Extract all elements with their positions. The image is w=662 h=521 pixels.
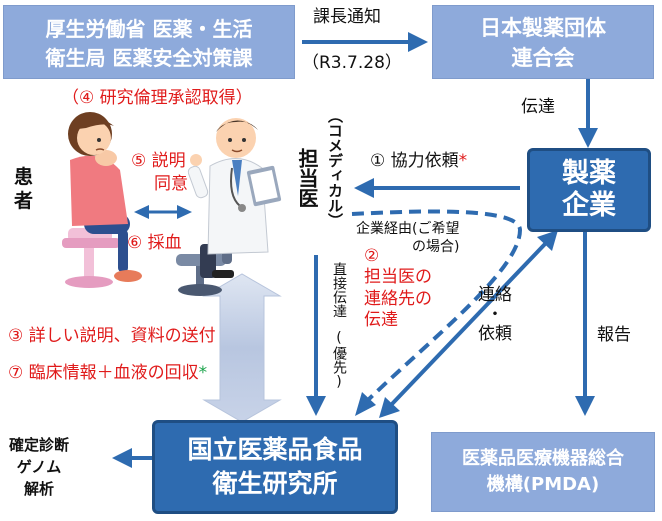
step2-line3: 連絡先の: [364, 288, 432, 309]
arrow-contact: [379, 230, 558, 418]
ethics-approval: （④ 研究倫理承認取得）: [62, 88, 253, 108]
notice-label: 課長通知: [313, 7, 381, 27]
dentatsu-label: 伝達: [521, 97, 555, 117]
arrow-report: [575, 232, 595, 416]
pharma-box: 製薬 企業: [527, 148, 651, 232]
contact-request: 連絡 ・ 依頼: [478, 285, 512, 345]
fpmaj-line2: 連合会: [511, 46, 575, 70]
analysis-line3: 解析: [24, 479, 55, 498]
step2-line4: 伝達: [364, 309, 398, 330]
arrow-notice: [302, 32, 428, 52]
via-company-2: の場合): [412, 239, 460, 256]
mhlw-line1: 厚生労働省 医薬・生活: [45, 17, 253, 41]
direct-line1: 直接伝達: [331, 262, 347, 318]
step2-contact-relay: ② 担当医の 連絡先の 伝達: [364, 246, 432, 331]
step7-collection: ⑦ 臨床情報＋血液の回収*: [8, 363, 208, 384]
fpmaj-box: 日本製薬団体 連合会: [432, 5, 654, 79]
analysis-line2: ゲノム: [16, 457, 62, 476]
mhlw-box: 厚生労働省 医薬・生活 衛生局 医薬安全対策課: [3, 5, 295, 79]
patient-label-2: 者: [14, 189, 34, 212]
notice-date: （R3.7.28）: [302, 53, 402, 73]
via-company: 企業経由(ご希望 の場合): [356, 220, 459, 256]
step1-star: *: [458, 151, 468, 171]
patient-label: 患 者: [14, 166, 33, 214]
contact-line1: 連絡: [478, 285, 512, 305]
step1-request: ① 協力依頼*: [370, 151, 468, 172]
physician-label: 担当医: [295, 148, 319, 208]
contact-line2: 依頼: [478, 324, 512, 345]
contact-dot: ・: [486, 304, 504, 325]
pharma-line1: 製薬: [562, 157, 616, 189]
step5-line2: 同意: [154, 173, 188, 194]
analysis-label: 確定診断 ゲノム 解析: [9, 435, 69, 500]
physician-paren: （コメディカル）: [326, 108, 344, 228]
arrow-dentatsu: [578, 78, 598, 148]
nihs-line1: 国立医薬品食品: [187, 435, 363, 465]
step7-text: ⑦ 臨床情報＋血液の回収: [8, 363, 199, 383]
patient-illustration: [62, 112, 142, 288]
pmda-line2: 機構(PMDA): [486, 474, 600, 495]
analysis-line1: 確定診断: [9, 436, 70, 454]
mhlw-line2: 衛生局 医薬安全対策課: [45, 46, 253, 70]
step2-line1: ②: [364, 246, 380, 266]
step5-line1: ⑤ 説明: [131, 151, 186, 171]
step7-star: *: [198, 363, 208, 383]
arrow-analysis: [112, 448, 152, 468]
report-label: 報告: [597, 325, 631, 345]
step6-blood: ⑥ 採血: [127, 233, 182, 253]
pmda-line1: 医薬品医療機器総合: [462, 447, 624, 469]
arrow-via-company: [351, 209, 523, 416]
step2-line2: 担当医の: [364, 267, 432, 288]
step1-text: ① 協力依頼: [370, 151, 459, 171]
nihs-box: 国立医薬品食品 衛生研究所: [152, 420, 398, 514]
arrow-request: [354, 178, 520, 198]
arrow-direct: [306, 255, 326, 416]
arrow-patient-physician: [134, 205, 192, 219]
pmda-box: 医薬品医療機器総合 機構(PMDA): [431, 432, 655, 512]
patient-label-1: 患: [14, 166, 34, 188]
nihs-line2: 衛生研究所: [212, 469, 338, 498]
fpmaj-line1: 日本製薬団体: [480, 16, 606, 40]
direct-line2: (優先): [331, 330, 347, 390]
via-company-1: 企業経由(ご希望: [356, 221, 460, 237]
big-double-arrow: [202, 273, 282, 423]
step3-materials: ③ 詳しい説明、資料の送付: [8, 326, 216, 346]
pharma-line2: 企業: [562, 190, 616, 221]
step5-consent: ⑤ 説明 同意: [131, 150, 188, 196]
doctor-illustration: [176, 118, 282, 296]
